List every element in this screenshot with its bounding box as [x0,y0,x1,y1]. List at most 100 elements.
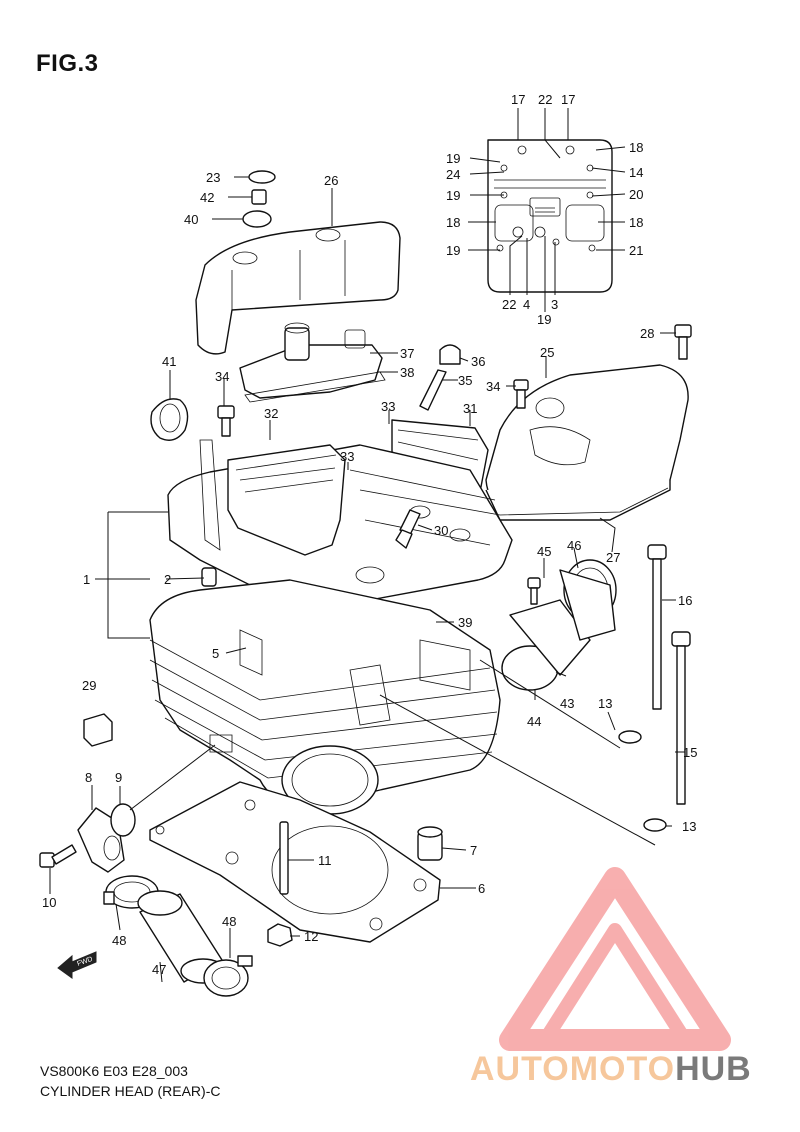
callout-label: 34 [486,379,500,394]
callout-label: 17 [561,92,575,107]
callout-label: 17 [511,92,525,107]
screw-45-part [527,577,541,605]
callout-label: 24 [446,167,460,182]
callout-label: 22 [538,92,552,107]
cylinder-head-cover-part [485,364,689,521]
callout-label: 15 [683,745,697,760]
callout-label: 27 [606,550,620,565]
leader-lines [49,108,685,983]
stud-11-part [279,821,289,895]
grommet-40-part [242,210,272,228]
callout-label: 38 [400,365,414,380]
callout-label: 44 [527,714,541,729]
callout-label: 5 [212,646,219,661]
figure-name: CYLINDER HEAD (REAR)-C [40,1083,221,1099]
washer-23-part [248,170,276,184]
callout-label: 35 [458,373,472,388]
callout-label: 48 [222,914,236,929]
callout-label: 31 [463,401,477,416]
callout-label: 8 [85,770,92,785]
callout-label: 43 [560,696,574,711]
callout-label: 19 [537,312,551,327]
callout-label: 39 [458,615,472,630]
callout-label: 41 [162,354,176,369]
figure-title: FIG.3 [36,50,99,77]
callout-label: 16 [678,593,692,608]
dowel-7-part [417,826,443,861]
callout-labels: 17 22 17 19 18 24 14 19 20 18 18 19 21 2… [42,92,697,977]
washer-13a-part [618,730,642,744]
watermark-mark [499,867,731,1051]
callout-label: 19 [446,188,460,203]
cap-nut-36-part [439,344,461,365]
callout-label: 25 [540,345,554,360]
callout-label: 19 [446,151,460,166]
callout-label: 40 [184,212,198,227]
callout-label: 28 [640,326,654,341]
callout-label: 10 [42,895,56,910]
callout-label: 42 [200,190,214,205]
intake-pipe-part [501,559,617,691]
bolt-16-part [647,544,667,710]
callout-label: 46 [567,538,581,553]
bolt-28-part [674,324,692,360]
callout-label: 20 [629,187,643,202]
callout-label: 1 [83,572,90,587]
callout-label: 23 [206,170,220,185]
cylinder-gasket-6-part [149,781,441,943]
callout-label: 9 [115,770,122,785]
callout-label: 29 [82,678,96,693]
callout-label: 18 [446,215,460,230]
callout-label: 3 [551,297,558,312]
seal-41-part [150,398,189,441]
valve-cover-part [487,139,613,293]
hose-clamp-48b-part [203,955,253,997]
heat-shield-part [195,221,401,355]
callout-label: 19 [446,243,460,258]
washer-13b-part [643,818,667,832]
callout-label: 33 [340,449,354,464]
callout-label: 11 [318,853,332,868]
watermark-text-part2: HUB [675,1050,752,1088]
callout-label: 2 [164,572,171,587]
callout-label: 32 [264,406,278,421]
callout-label: 13 [598,696,612,711]
callout-label: 4 [523,297,530,312]
callout-label: 18 [629,140,643,155]
o-ring-9-part [110,803,136,837]
cap-29-part [83,713,113,747]
bolt-34-part [217,405,235,437]
callout-label: 6 [478,881,485,896]
cylinder-head-part [167,439,513,608]
fwd-arrow-icon: FWD [57,951,97,979]
callout-label: 18 [629,215,643,230]
callout-label: 48 [112,933,126,948]
callout-label: 45 [537,544,551,559]
spark-plug-30-part [395,509,421,549]
callout-label: 13 [682,819,696,834]
watermark-logo: AUTOMOTOHUB [470,1050,752,1089]
callout-label: 22 [502,297,516,312]
dowel-2-part [201,567,217,587]
collar-42-part [251,189,267,205]
stud-35-part [419,369,447,411]
callout-label: 12 [304,929,318,944]
callout-label: 37 [400,346,414,361]
callout-label: 34 [215,369,229,384]
breather-cover-part [239,322,386,403]
bolt-34b-part [513,379,529,409]
callout-label: 36 [471,354,485,369]
hose-47-part [137,890,226,984]
callout-label: 26 [324,173,338,188]
callout-label: 33 [381,399,395,414]
callout-label: 30 [434,523,448,538]
cylinder-part [149,579,501,815]
callout-label: 21 [629,243,643,258]
callout-label: 14 [629,165,643,180]
callout-label: 47 [152,962,166,977]
bolt-10-part [39,844,77,868]
nut-12-part [267,923,293,947]
bolt-15-part [671,631,691,805]
figure-code: VS800K6 E03 E28_003 [40,1063,188,1079]
